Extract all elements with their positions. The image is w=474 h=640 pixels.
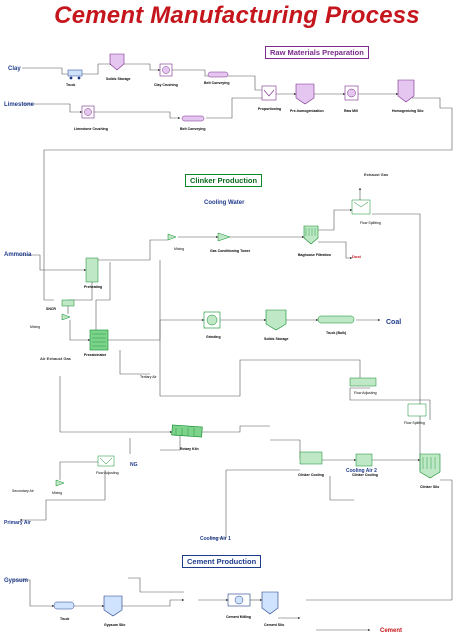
limestone-crushing[interactable]: Limestone Crushing	[74, 105, 108, 131]
pre-homogenization-label: Pre-homogenization	[290, 109, 324, 113]
raw-mill[interactable]: Raw Mill	[344, 85, 359, 113]
mixing-2[interactable]: Mixing	[30, 313, 71, 329]
input-cooling-air-1[interactable]: Cooling Air 1	[200, 536, 231, 542]
section-raw-materials[interactable]: Raw Materials Preparation	[265, 46, 369, 59]
section-clinker-production[interactable]: Clinker Production	[185, 174, 263, 187]
stream-lines	[12, 62, 453, 632]
cement-silo[interactable]: Cement Silo	[261, 591, 284, 627]
pre-homogenization[interactable]: Pre-homogenization	[290, 83, 324, 113]
preheating[interactable]: Preheating	[84, 257, 102, 289]
homogenizing-silo[interactable]: Homogenizing Silo	[392, 79, 424, 113]
sncr-label: SNCR	[46, 307, 56, 311]
truck-bulk-label: Truck (Bulk)	[326, 331, 346, 335]
input-clay[interactable]: Clay	[8, 66, 21, 72]
rotary-kiln-label: Rotary Kiln	[180, 447, 199, 451]
proportioning[interactable]: Proportioning	[258, 85, 281, 111]
grinding-label: Grinding	[206, 335, 221, 339]
mixing-3[interactable]: Mixing	[52, 479, 65, 495]
output-cement[interactable]: Cement	[380, 628, 402, 634]
clinker-silo-label: Clinker Silo	[420, 485, 439, 489]
belt-conveying-2-label: Belt Conveying	[180, 127, 205, 131]
flow-adjusting-2-label: Flow Adjusting	[96, 471, 119, 475]
output-exhaust-gas[interactable]: Exhaust Gas	[364, 172, 389, 177]
preheating-label: Preheating	[84, 285, 102, 289]
clay-crushing[interactable]: Clay Crushing	[154, 63, 178, 87]
precalcinator-label: Precalcinator	[84, 353, 107, 357]
proportioning-label: Proportioning	[258, 107, 281, 111]
input-primary-air[interactable]: Primary Air	[4, 520, 31, 526]
cement-milling-label: Cement Milling	[226, 615, 251, 619]
truck-1[interactable]: Truck	[66, 69, 83, 87]
input-coal[interactable]: Coal	[386, 319, 401, 326]
homogenizing-silo-label: Homogenizing Silo	[392, 109, 424, 113]
sncr[interactable]: SNCR	[46, 299, 75, 311]
clinker-cooling-1-label: Clinker Cooling	[298, 473, 324, 477]
flow-splitting-1[interactable]: Flow Splitting	[351, 199, 381, 225]
clinker-cooling-2-label: Clinker Cooling	[352, 473, 378, 477]
truck-1-label: Truck	[66, 83, 75, 87]
truck-bulk[interactable]: Truck (Bulk)	[317, 315, 355, 335]
grinding[interactable]: Grinding	[203, 311, 221, 339]
raw-mill-label: Raw Mill	[344, 109, 358, 113]
page-title: Cement Manufacturing Process	[54, 2, 420, 29]
solids-storage-1-label: Solids Storage	[106, 77, 131, 81]
mixing-1-label: Mixing	[174, 247, 184, 251]
input-ng[interactable]: NG	[130, 462, 138, 468]
tertiary-air-label: Tertiary Air	[140, 375, 157, 379]
output-dust[interactable]: Dust	[352, 254, 362, 259]
clinker-silo[interactable]: Clinker Silo	[419, 453, 441, 489]
solids-storage-1[interactable]: Solids Storage	[106, 53, 131, 81]
mixing-1[interactable]: Mixing	[167, 233, 184, 251]
belt-conveying-1-label: Belt Conveying	[204, 81, 229, 85]
flow-splitting-1-label: Flow Splitting	[360, 221, 381, 225]
input-cooling-water[interactable]: Cooling Water	[204, 200, 245, 206]
gas-conditioning-tower[interactable]: Gas Conditioning Tower	[210, 232, 251, 253]
cement-milling[interactable]: Cement Milling	[226, 593, 251, 619]
solids-storage-2[interactable]: Solids Storage	[264, 309, 289, 341]
secondary-air-label: Secondary Air	[12, 489, 35, 493]
input-cooling-air-2[interactable]: Cooling Air 2	[346, 468, 377, 474]
solids-storage-2-label: Solids Storage	[264, 337, 289, 341]
flow-adjusting-1-label: Flow Adjusting	[354, 391, 377, 395]
baghouse-filtration-label: Baghouse Filtration	[298, 253, 331, 257]
rotary-kiln[interactable]: Rotary Kiln	[171, 424, 203, 451]
input-gypsum[interactable]: Gypsum	[4, 578, 28, 584]
truck-2-label: Truck	[60, 617, 69, 621]
flow-splitting-2-label: Flow Splitting	[404, 421, 425, 425]
input-ammonia[interactable]: Ammonia	[4, 252, 32, 258]
input-limestone[interactable]: Limestone	[4, 102, 35, 108]
gypsum-silo[interactable]: Gypsum Silo	[103, 595, 125, 627]
clinker-cooling-2[interactable]: Clinker Cooling	[352, 453, 378, 477]
input-air-exhaust-gas[interactable]: Air Exhaust Gas	[40, 356, 72, 361]
clay-crushing-label: Clay Crushing	[154, 83, 178, 87]
precalcinator[interactable]: Precalcinator	[84, 329, 109, 357]
mixing-3-label: Mixing	[52, 491, 62, 495]
belt-conveying-2[interactable]: Belt Conveying	[180, 115, 205, 131]
flow-splitting-2[interactable]: Flow Splitting	[404, 403, 427, 425]
limestone-crushing-label: Limestone Crushing	[74, 127, 108, 131]
equipment: Truck Solids Storage Clay Crushing Belt …	[12, 53, 441, 627]
truck-2[interactable]: Truck	[53, 601, 75, 621]
baghouse-filtration[interactable]: Baghouse Filtration	[298, 225, 331, 257]
clinker-cooling-1[interactable]: Clinker Cooling	[298, 451, 324, 477]
section-cement-production[interactable]: Cement Production	[182, 555, 262, 568]
flow-adjusting-1[interactable]: Flow Adjusting	[349, 377, 377, 395]
cement-silo-label: Cement Silo	[264, 623, 284, 627]
flow-adjusting-2[interactable]: Flow Adjusting	[96, 455, 119, 475]
belt-conveying-1[interactable]: Belt Conveying	[204, 71, 229, 85]
gypsum-silo-label: Gypsum Silo	[104, 623, 125, 627]
mixing-2-label: Mixing	[30, 325, 40, 329]
gas-conditioning-tower-label: Gas Conditioning Tower	[210, 249, 251, 253]
